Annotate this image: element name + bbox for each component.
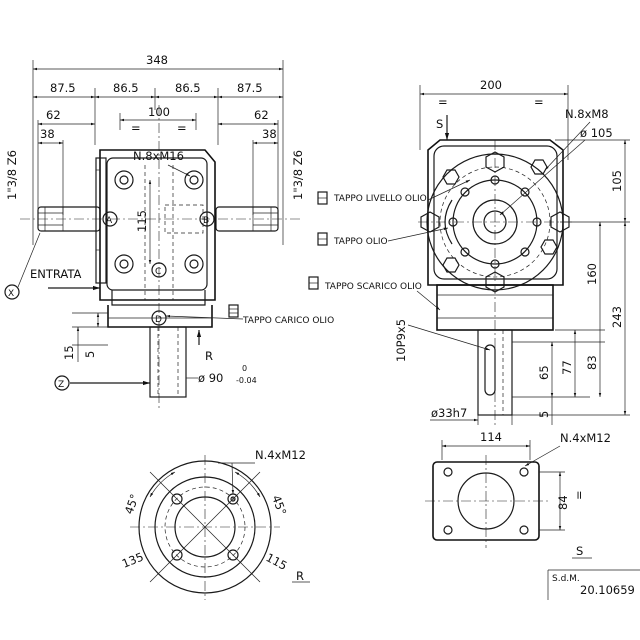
- dim-5-front: 5: [83, 351, 97, 358]
- dim-135: 135: [120, 550, 146, 571]
- dim-65: 65: [537, 365, 551, 380]
- marker-r-front: R: [205, 349, 213, 363]
- dim-83: 83: [585, 355, 599, 370]
- svg-text:A: A: [106, 216, 113, 226]
- side-pcd-label: ø 105: [580, 126, 613, 140]
- marker-r-flange: R: [296, 569, 304, 583]
- dim-87-5-right: 87.5: [237, 81, 263, 95]
- dim-87-5-left: 87.5: [50, 81, 76, 95]
- svg-text:Z: Z: [58, 380, 64, 390]
- dim-38: 38 38: [38, 127, 278, 215]
- dim-100: 100 = =: [119, 105, 197, 135]
- dim-overall: 348: [32, 53, 284, 245]
- tol-upper: 0: [242, 364, 247, 373]
- output-shaft-side: [477, 329, 513, 416]
- marker-x: X: [4, 284, 20, 300]
- shaft-spline-left: 1"3/8 Z6: [5, 150, 19, 200]
- front-bolts-label: N.8xM16: [133, 149, 184, 163]
- input-label: ENTRATA: [30, 267, 82, 281]
- eq-mark: =: [131, 121, 141, 135]
- flange-r-view: 45° 45° N.4xM12 135 115 R: [120, 448, 310, 600]
- plug-olio-label: TAPPO OLIO: [333, 237, 388, 247]
- dim-86-5-left: 86.5: [113, 81, 139, 95]
- svg-text:D: D: [155, 315, 162, 325]
- dim-62-right: 62: [254, 108, 269, 122]
- shaft-diameter: ø 90: [198, 371, 223, 385]
- eq-mark: =: [177, 121, 187, 135]
- point-b: B: [199, 211, 215, 227]
- bolt-hole-br: [184, 254, 204, 274]
- dim-114: 114: [480, 430, 502, 444]
- dim-38-right: 38: [262, 127, 277, 141]
- svg-text:X: X: [8, 289, 14, 299]
- dim-105: 105: [610, 170, 624, 192]
- dim-86-5-right: 86.5: [175, 81, 201, 95]
- dim-160: 160: [585, 263, 599, 285]
- dim-348: 348: [146, 53, 168, 67]
- dim-62-left: 62: [46, 108, 61, 122]
- flange-r-bolts: N.4xM12: [255, 448, 306, 462]
- title-number: 20.10659: [580, 583, 635, 597]
- marker-s-side: S: [436, 117, 443, 131]
- dim-38-left: 38: [40, 127, 55, 141]
- plug-carico-label: TAPPO CARICO OLIO: [242, 316, 334, 326]
- bolt-hole-tr: [184, 170, 204, 190]
- dim-15: 15: [62, 345, 76, 360]
- eq-mark: =: [438, 95, 448, 109]
- dim-115-front: 115: [135, 210, 149, 232]
- svg-text:C: C: [155, 267, 161, 277]
- point-d: D: [151, 310, 167, 326]
- plug-carico: [228, 304, 239, 318]
- nut-br: [540, 239, 558, 255]
- marker-z: Z: [54, 375, 70, 391]
- svg-text:B: B: [203, 216, 209, 226]
- dim-base-front: 15 5: [62, 312, 108, 362]
- dim-side-vertical: 105 160 243 83 77 65 5: [512, 139, 630, 425]
- title-sdm: S.d.M.: [552, 574, 580, 584]
- dim-115-flange: 115: [264, 550, 290, 573]
- tol-lower: -0.04: [236, 376, 257, 385]
- nut-tr: [530, 159, 548, 175]
- bolt-hole-tl: [114, 170, 134, 190]
- marker-s-flange: S: [576, 544, 583, 558]
- dim-84: 84: [556, 495, 570, 510]
- plug-olio: [317, 232, 328, 246]
- bolt-hole-bl: [114, 254, 134, 274]
- nut-tl: [442, 169, 460, 185]
- dim-243: 243: [610, 306, 624, 328]
- angle-right: 45°: [269, 493, 289, 517]
- side-bolts-label: N.8xM8: [565, 107, 609, 121]
- plug-livello: [317, 191, 328, 205]
- title-block: S.d.M. 20.10659: [547, 569, 640, 600]
- flange-s-view: 114 N.4xM12 84 = S: [425, 430, 611, 559]
- nut-bl: [442, 257, 460, 273]
- nut-right: [550, 211, 570, 233]
- dim-77: 77: [560, 360, 574, 375]
- point-a: A: [102, 211, 118, 227]
- gearbox-body-front: [95, 149, 216, 328]
- output-shaft-front: [149, 326, 187, 398]
- angle-left: 45°: [122, 492, 142, 516]
- dim-200: 200: [480, 78, 502, 92]
- shaft-dia-side: ø33h7: [431, 406, 467, 420]
- key-label: 10P9x5: [394, 319, 408, 362]
- eq-mark: =: [534, 95, 544, 109]
- eq-mark: =: [572, 490, 586, 500]
- side-view: 200 = =: [308, 78, 630, 425]
- plug-scarico: [308, 276, 319, 290]
- dim-5-side: 5: [537, 411, 551, 418]
- dim-chain-top: 87.5 86.5 86.5 87.5: [33, 81, 283, 145]
- plug-livello-label: TAPPO LIVELLO OLIO: [333, 194, 427, 204]
- flange-s-bolts: N.4xM12: [560, 431, 611, 445]
- dim-62: 62 62: [37, 108, 279, 210]
- point-c: C: [151, 262, 167, 278]
- shaft-spline-right: 1"3/8 Z6: [291, 150, 305, 200]
- front-view: 348 87.5 86.5 86.5 87.5 62 62: [4, 53, 334, 410]
- plug-scarico-label: TAPPO SCARICO OLIO: [324, 282, 422, 292]
